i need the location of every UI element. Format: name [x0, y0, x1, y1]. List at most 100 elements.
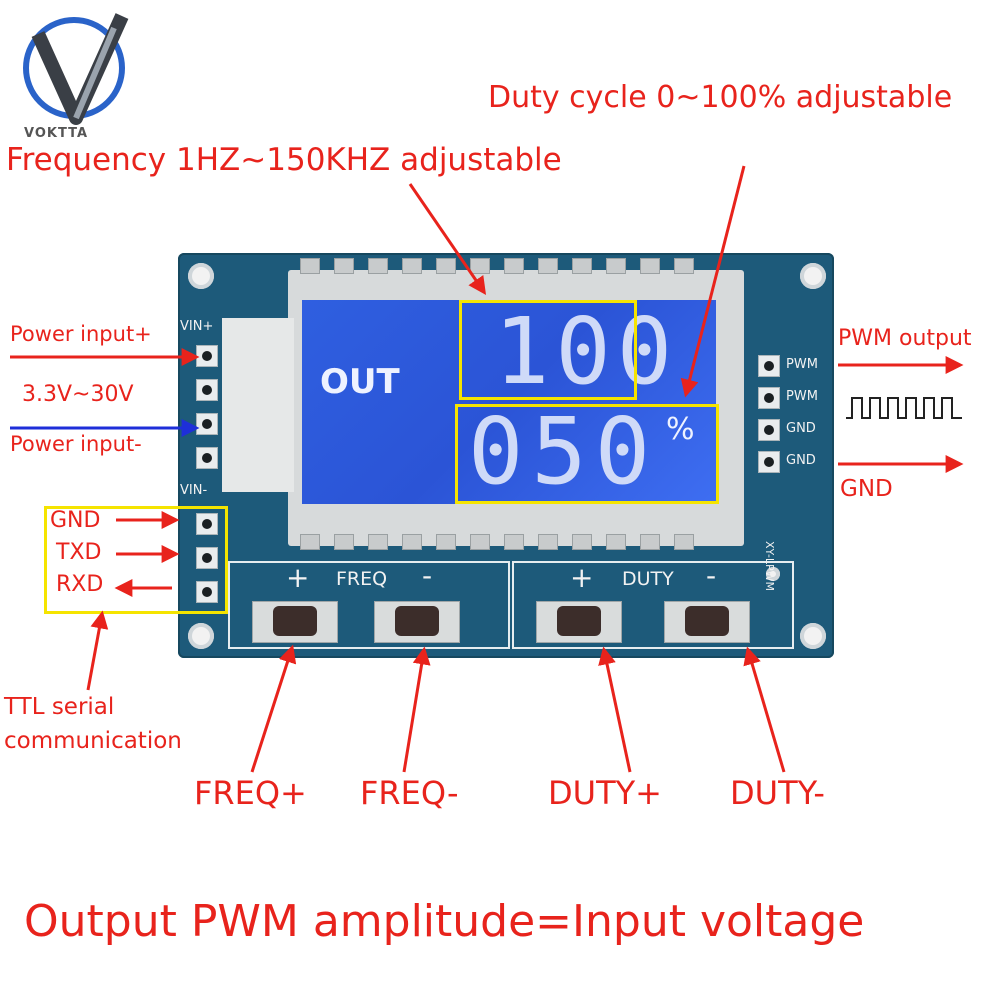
pin-label-pwm: PWM — [786, 357, 818, 372]
mount-hole — [188, 263, 214, 289]
lcd-pin — [402, 534, 422, 550]
pwm-pin — [758, 387, 780, 409]
freq-plus-button[interactable] — [252, 601, 338, 643]
mount-hole-small — [766, 567, 780, 581]
ttl-serial-arrow — [86, 610, 109, 691]
serial-rxd-pin — [196, 581, 218, 603]
duty-plus-button[interactable] — [536, 601, 622, 643]
lcd-frequency-value: 100 — [494, 298, 679, 405]
lcd-pin — [334, 534, 354, 550]
freq-minus-button[interactable] — [374, 601, 460, 643]
freq-plus-sign: + — [286, 561, 310, 594]
duty-minus-label: DUTY- — [730, 774, 825, 812]
pin-label-gnd: GND — [786, 421, 816, 436]
freq-plus-arrow — [250, 644, 297, 773]
power-input-plus-label: Power input+ — [10, 322, 152, 346]
vin-minus-pin — [196, 447, 218, 469]
pin-label-pwm: PWM — [786, 389, 818, 404]
freq-section-label: FREQ — [336, 568, 388, 590]
power-input-minus-label: Power input- — [10, 432, 142, 456]
footer-caption: Output PWM amplitude=Input voltage — [24, 896, 865, 947]
freq-plus-label: FREQ+ — [194, 774, 307, 812]
vin-pin — [196, 379, 218, 401]
duty-arrow — [680, 165, 746, 398]
lcd-pin — [538, 258, 558, 274]
lcd-pin — [402, 258, 422, 274]
lcd-pin — [538, 534, 558, 550]
lcd-pin — [470, 258, 490, 274]
lcd-pin — [470, 534, 490, 550]
lcd-pin — [334, 258, 354, 274]
serial-pins-highlight-box — [44, 506, 228, 614]
gnd-output-label: GND — [840, 476, 893, 502]
lcd-pin — [504, 534, 524, 550]
brand-logo-icon — [23, 13, 129, 125]
duty-plus-sign: + — [570, 561, 594, 594]
duty-minus-sign: - — [706, 559, 717, 592]
lcd-pin — [640, 258, 660, 274]
lcd-duty-value: 050 — [468, 398, 659, 505]
voltage-range-label: 3.3V~30V — [22, 382, 134, 407]
serial-rxd-label: RXD — [56, 572, 104, 597]
pin-label-gnd: GND — [786, 453, 816, 468]
ttl-serial-label-line1: TTL serial — [4, 694, 115, 720]
gnd-pin — [758, 451, 780, 473]
lcd-out-label: OUT — [320, 362, 400, 402]
duty-button-section — [512, 561, 794, 649]
freq-minus-sign: - — [422, 559, 433, 592]
pwm-output-label: PWM output — [838, 326, 972, 351]
button-cap — [685, 606, 729, 636]
duty-minus-button[interactable] — [664, 601, 750, 643]
lcd-pins-bottom — [300, 534, 730, 550]
lcd-pin — [436, 534, 456, 550]
lcd-pin — [606, 258, 626, 274]
vin-plus-label: VIN+ — [180, 319, 214, 334]
lcd-percent-unit: % — [666, 412, 695, 447]
button-cap — [557, 606, 601, 636]
lcd-pin — [368, 258, 388, 274]
freq-minus-label: FREQ- — [360, 774, 459, 812]
button-cap — [273, 606, 317, 636]
duty-section-label: DUTY — [622, 568, 674, 590]
ttl-serial-label-line2: communication — [4, 728, 182, 754]
lcd-pin — [436, 258, 456, 274]
lcd-pin — [300, 258, 320, 274]
pwm-pin — [758, 355, 780, 377]
vin-minus-pin — [196, 413, 218, 435]
mount-hole — [188, 623, 214, 649]
duty-highlight-box — [455, 404, 719, 504]
lcd-pin — [572, 258, 592, 274]
serial-txd-label: TXD — [56, 540, 102, 565]
mount-hole — [800, 623, 826, 649]
gnd-pin — [758, 419, 780, 441]
frequency-highlight-box — [459, 300, 637, 400]
mount-hole — [800, 263, 826, 289]
vin-minus-label: VIN- — [180, 483, 208, 498]
freq-minus-arrow — [402, 646, 431, 773]
lcd-pin — [606, 534, 626, 550]
lcd-pin — [504, 258, 524, 274]
duty-plus-arrow — [598, 646, 632, 773]
pwm-waveform-icon — [846, 397, 962, 419]
duty-plus-label: DUTY+ — [548, 774, 662, 812]
duty-minus-arrow — [743, 646, 786, 773]
lcd-pins-top — [300, 258, 730, 274]
logo-text: VOKTTA — [24, 126, 89, 141]
duty-cycle-headline: Duty cycle 0~100% adjustable — [488, 80, 953, 115]
button-cap — [395, 606, 439, 636]
serial-txd-pin — [196, 547, 218, 569]
freq-button-section — [228, 561, 510, 649]
lcd-screen: OUT 100 050 % — [302, 300, 716, 504]
lcd-pin — [640, 534, 660, 550]
lcd-pin — [368, 534, 388, 550]
lcd-pin — [674, 534, 694, 550]
lcd-pin — [572, 534, 592, 550]
lcd-pin — [674, 258, 694, 274]
lcd-pin — [300, 534, 320, 550]
frequency-arrow — [408, 183, 487, 295]
frequency-headline: Frequency 1HZ~150KHZ adjustable — [6, 142, 562, 178]
serial-gnd-label: GND — [50, 508, 101, 533]
lcd-side-panel — [222, 318, 294, 492]
serial-gnd-pin — [196, 513, 218, 535]
